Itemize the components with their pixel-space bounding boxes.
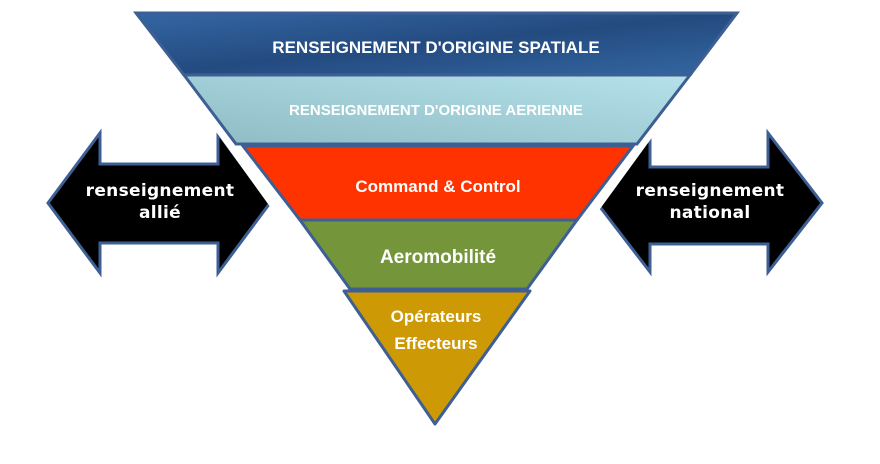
- funnel-level-aerienne: RENSEIGNEMENT D'ORIGINE AERIENNE: [180, 73, 694, 146]
- level-label-aeromobilite: Aeromobilité: [380, 247, 496, 268]
- level-label-operateurs-line2: Effecteurs: [394, 334, 477, 353]
- left-arrow-label-line2: allié: [139, 203, 181, 223]
- right-arrow-label-line1: renseignement: [636, 181, 785, 201]
- right-arrow-label-line2: national: [669, 203, 750, 223]
- funnel-level-aeromobilite: Aeromobilité: [297, 218, 580, 291]
- funnel-level-command-control: Command & Control: [239, 144, 637, 222]
- funnel-level-operateurs: Opérateurs Effecteurs: [342, 289, 532, 426]
- right-double-arrow: renseignement national: [595, 128, 824, 277]
- level-label-operateurs-line1: Opérateurs: [391, 307, 482, 326]
- level-label-aerienne: RENSEIGNEMENT D'ORIGINE AERIENNE: [289, 102, 583, 119]
- level-label-command-control: Command & Control: [355, 177, 520, 196]
- level-label-spatial: RENSEIGNEMENT D'ORIGINE SPATIALE: [272, 38, 599, 57]
- funnel-level-spatial: RENSEIGNEMENT D'ORIGINE SPATIALE: [132, 11, 741, 77]
- left-arrow-label-line1: renseignement: [86, 181, 235, 201]
